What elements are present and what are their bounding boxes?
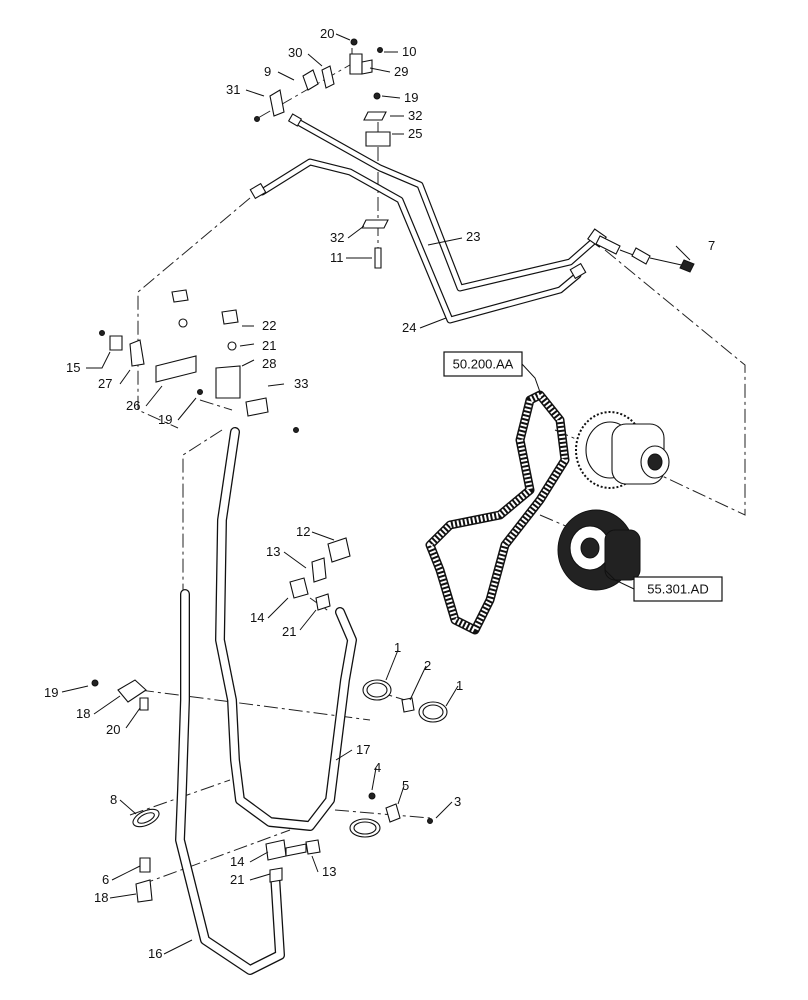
callout-2[interactable]: 2	[424, 658, 431, 673]
fittings-mid	[289, 537, 351, 611]
fittings-lower	[265, 792, 433, 883]
callout-23[interactable]: 23	[466, 229, 480, 244]
callout-10[interactable]: 10	[402, 44, 416, 59]
callout-21[interactable]: 21	[230, 872, 244, 887]
callout-20[interactable]: 20	[106, 722, 120, 737]
tube-23[interactable]	[294, 118, 599, 292]
callout-1[interactable]: 1	[394, 640, 401, 655]
callout-31[interactable]: 31	[226, 82, 240, 97]
callout-18[interactable]: 18	[76, 706, 90, 721]
drive-belt[interactable]	[425, 390, 570, 635]
callout-33[interactable]: 33	[294, 376, 308, 391]
belt-reference-text: 50.200.AA	[453, 357, 514, 372]
alternator-reference-text: 55.301.AD	[647, 582, 708, 597]
callout-18[interactable]: 18	[94, 890, 108, 905]
hose-17[interactable]	[215, 427, 357, 831]
hose-clamps	[362, 679, 448, 723]
callout-22[interactable]: 22	[262, 318, 276, 333]
callout-1[interactable]: 1	[456, 678, 463, 693]
callout-27[interactable]: 27	[98, 376, 112, 391]
callout-32[interactable]: 32	[408, 108, 422, 123]
callout-14[interactable]: 14	[250, 610, 264, 625]
callout-21[interactable]: 21	[262, 338, 276, 353]
callout-30[interactable]: 30	[288, 45, 302, 60]
callout-19[interactable]: 19	[44, 685, 58, 700]
pressure-switch-7[interactable]	[595, 235, 695, 273]
callout-21[interactable]: 21	[282, 624, 296, 639]
callout-12[interactable]: 12	[296, 524, 310, 539]
tube-fittings	[249, 113, 607, 280]
callout-15[interactable]: 15	[66, 360, 80, 375]
callout-13[interactable]: 13	[322, 864, 336, 879]
callout-16[interactable]: 16	[148, 946, 162, 961]
bracket-hardware	[99, 289, 299, 433]
callout-labels: 20 10 30 9 29 31 19 32 25 23 7 32 11 24 …	[44, 26, 715, 961]
callout-13[interactable]: 13	[266, 544, 280, 559]
alternator-reference[interactable]: 55.301.AD	[604, 569, 723, 602]
callout-5[interactable]: 5	[402, 778, 409, 793]
left-small-parts	[91, 679, 160, 903]
ac-compressor[interactable]	[575, 411, 670, 489]
callout-32[interactable]: 32	[330, 230, 344, 245]
callout-17[interactable]: 17	[356, 742, 370, 757]
callout-19[interactable]: 19	[404, 90, 418, 105]
callout-20[interactable]: 20	[320, 26, 334, 41]
callout-24[interactable]: 24	[402, 320, 416, 335]
hose-16[interactable]	[175, 589, 285, 975]
clamp-hardware-top	[254, 38, 391, 269]
callout-9[interactable]: 9	[264, 64, 271, 79]
tube-24[interactable]	[258, 158, 582, 324]
callout-26[interactable]: 26	[126, 398, 140, 413]
alternator[interactable]	[557, 509, 641, 591]
callout-3[interactable]: 3	[454, 794, 461, 809]
callout-28[interactable]: 28	[262, 356, 276, 371]
callout-leaders	[61, 33, 691, 955]
callout-8[interactable]: 8	[110, 792, 117, 807]
callout-29[interactable]: 29	[394, 64, 408, 79]
callout-25[interactable]: 25	[408, 126, 422, 141]
callout-6[interactable]: 6	[102, 872, 109, 887]
belt-reference[interactable]: 50.200.AA	[443, 351, 541, 393]
callout-14[interactable]: 14	[230, 854, 244, 869]
callout-7[interactable]: 7	[708, 238, 715, 253]
callout-4[interactable]: 4	[374, 760, 381, 775]
callout-11[interactable]: 11	[330, 250, 344, 265]
callout-19[interactable]: 19	[158, 412, 172, 427]
